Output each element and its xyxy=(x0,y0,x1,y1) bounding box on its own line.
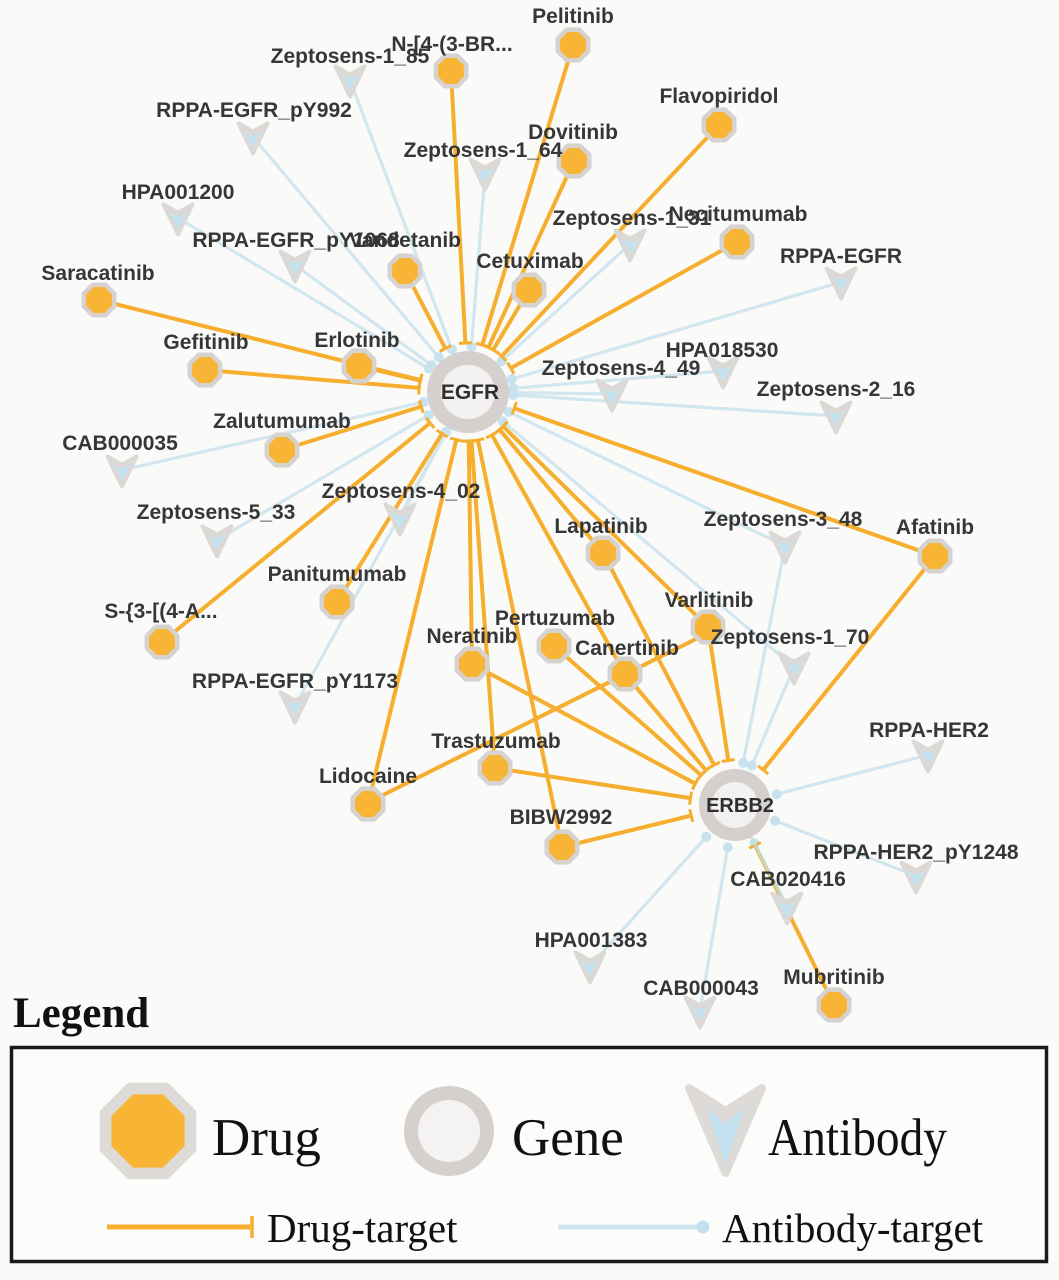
svg-text:S-{3-[(4-A...: S-{3-[(4-A... xyxy=(104,600,217,623)
svg-text:Varlitinib: Varlitinib xyxy=(665,589,754,612)
svg-text:Drug: Drug xyxy=(212,1109,321,1167)
svg-text:Saracatinib: Saracatinib xyxy=(41,262,154,285)
svg-text:EGFR: EGFR xyxy=(441,381,499,404)
svg-text:Zeptosens-1_31: Zeptosens-1_31 xyxy=(553,207,712,230)
svg-text:Canertinib: Canertinib xyxy=(575,637,679,660)
svg-text:CAB000043: CAB000043 xyxy=(643,977,759,1000)
svg-text:HPA001383: HPA001383 xyxy=(535,929,648,952)
svg-text:RPPA-EGFR_pY1068: RPPA-EGFR_pY1068 xyxy=(192,229,400,252)
svg-text:Zeptosens-1_70: Zeptosens-1_70 xyxy=(711,626,870,649)
svg-text:RPPA-EGFR: RPPA-EGFR xyxy=(780,245,902,268)
svg-text:Drug-target: Drug-target xyxy=(267,1205,458,1251)
svg-text:Zeptosens-3_48: Zeptosens-3_48 xyxy=(704,508,863,531)
svg-text:Neratinib: Neratinib xyxy=(426,625,517,648)
svg-text:Zeptosens-4_49: Zeptosens-4_49 xyxy=(542,357,701,380)
svg-text:Antibody: Antibody xyxy=(768,1109,947,1167)
svg-text:Zeptosens-2_16: Zeptosens-2_16 xyxy=(757,378,916,401)
svg-text:Dovitinib: Dovitinib xyxy=(528,121,618,144)
svg-text:Pertuzumab: Pertuzumab xyxy=(495,607,615,630)
svg-text:N-[4-(3-BR...: N-[4-(3-BR... xyxy=(391,33,512,56)
svg-text:Gefitinib: Gefitinib xyxy=(163,331,248,354)
svg-text:Zeptosens-1_85: Zeptosens-1_85 xyxy=(271,45,430,68)
svg-text:ERBB2: ERBB2 xyxy=(706,795,774,817)
svg-text:Zeptosens-1_64: Zeptosens-1_64 xyxy=(404,139,563,162)
svg-text:Zalutumumab: Zalutumumab xyxy=(213,410,351,433)
svg-text:Vandetanib: Vandetanib xyxy=(349,229,461,252)
svg-text:Lapatinib: Lapatinib xyxy=(554,515,647,538)
svg-text:HPA001200: HPA001200 xyxy=(122,181,235,204)
svg-text:Necitumumab: Necitumumab xyxy=(669,203,808,226)
svg-text:RPPA-HER2_pY1248: RPPA-HER2_pY1248 xyxy=(813,841,1018,864)
svg-text:RPPA-HER2: RPPA-HER2 xyxy=(869,719,989,742)
svg-text:CAB020416: CAB020416 xyxy=(730,868,846,891)
svg-text:Mubritinib: Mubritinib xyxy=(783,966,884,989)
svg-text:Cetuximab: Cetuximab xyxy=(476,250,583,273)
svg-text:Afatinib: Afatinib xyxy=(896,516,974,539)
svg-text:HPA018530: HPA018530 xyxy=(666,339,779,362)
svg-text:Erlotinib: Erlotinib xyxy=(314,329,399,352)
svg-text:Zeptosens-5_33: Zeptosens-5_33 xyxy=(137,501,296,524)
svg-text:Gene: Gene xyxy=(512,1109,624,1167)
svg-text:RPPA-EGFR_pY992: RPPA-EGFR_pY992 xyxy=(156,99,352,122)
svg-text:Zeptosens-4_02: Zeptosens-4_02 xyxy=(322,480,481,503)
svg-text:Lidocaine: Lidocaine xyxy=(319,765,417,788)
svg-text:CAB000035: CAB000035 xyxy=(62,432,178,455)
svg-text:Pelitinib: Pelitinib xyxy=(532,5,614,28)
svg-text:RPPA-EGFR_pY1173: RPPA-EGFR_pY1173 xyxy=(192,670,398,693)
svg-text:Trastuzumab: Trastuzumab xyxy=(431,730,561,753)
svg-text:Legend: Legend xyxy=(13,990,149,1037)
svg-text:BIBW2992: BIBW2992 xyxy=(510,806,613,829)
svg-text:Flavopiridol: Flavopiridol xyxy=(659,85,778,108)
svg-text:Panitumumab: Panitumumab xyxy=(268,563,407,586)
svg-text:Antibody-target: Antibody-target xyxy=(722,1205,984,1251)
